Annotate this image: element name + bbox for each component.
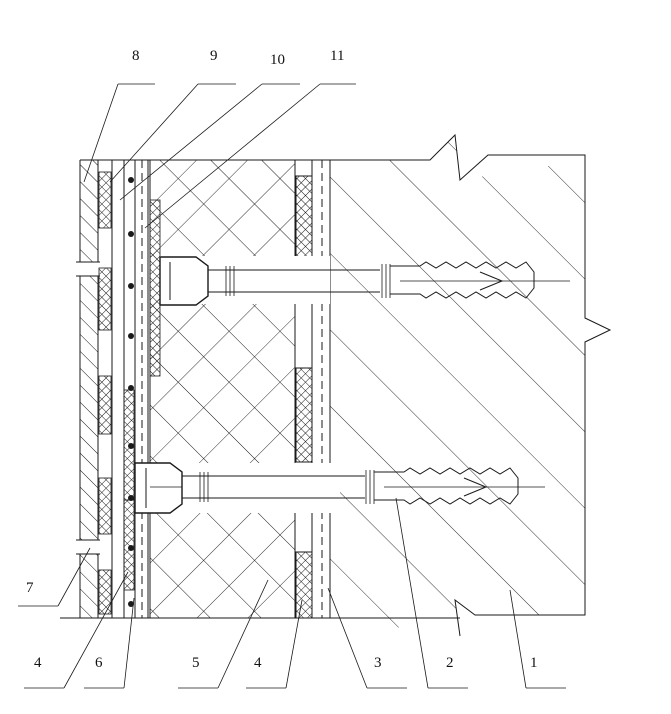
label-9: 9 <box>210 48 218 64</box>
leader-lines <box>18 83 566 689</box>
label-10: 10 <box>270 52 285 68</box>
outer-cladding <box>76 160 113 618</box>
label-1: 1 <box>530 655 538 671</box>
insulation-board <box>149 160 296 618</box>
label-4-left: 4 <box>34 655 42 671</box>
label-11: 11 <box>330 48 344 64</box>
label-3: 3 <box>374 655 382 671</box>
label-2: 2 <box>446 655 454 671</box>
anchor-bolt-upper <box>159 256 570 306</box>
label-7: 7 <box>26 580 34 596</box>
label-8: 8 <box>132 48 140 64</box>
label-6: 6 <box>95 655 103 671</box>
callout-labels: 8 9 10 11 7 4 6 5 4 3 2 1 <box>26 48 538 671</box>
bonding-strips-right <box>295 175 313 619</box>
label-4-right: 4 <box>254 655 262 671</box>
cladding-mesh-pads <box>98 171 112 615</box>
leveling-layer <box>311 160 331 618</box>
anchor-bolt-lower <box>134 462 545 514</box>
label-5: 5 <box>192 655 200 671</box>
